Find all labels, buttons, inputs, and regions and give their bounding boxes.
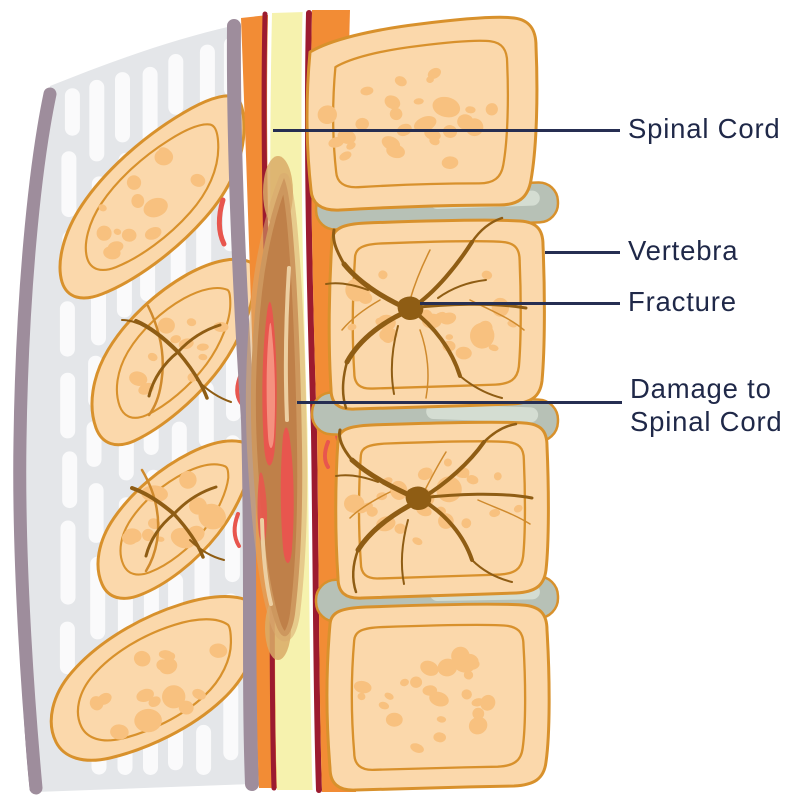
vertebra-3-fracture-cracks [335,422,534,594]
spinous-processes [49,94,260,762]
label-spinal-cord: Spinal Cord [628,113,781,144]
label-damage-line1: Damage to [630,373,772,404]
leader-line-fracture [420,302,620,305]
leader-line-damage [297,401,622,404]
spinous-process-fracture-cracks [121,304,232,573]
ligament-band-left [13,87,57,795]
label-damage-line2: Spinal Cord [630,406,783,437]
leader-line-vertebra [545,251,620,254]
label-fracture: Fracture [628,286,737,317]
label-damage: Damage to Spinal Cord [630,372,783,438]
label-vertebra: Vertebra [628,235,739,266]
csf-line-right [301,11,316,791]
leader-line-spinal-cord [273,129,620,132]
spinal-cord-damage [245,156,308,660]
bone-speckles [89,147,229,740]
vertebra-2-fracture-cracks [325,216,528,410]
vertebral-column [305,15,560,792]
